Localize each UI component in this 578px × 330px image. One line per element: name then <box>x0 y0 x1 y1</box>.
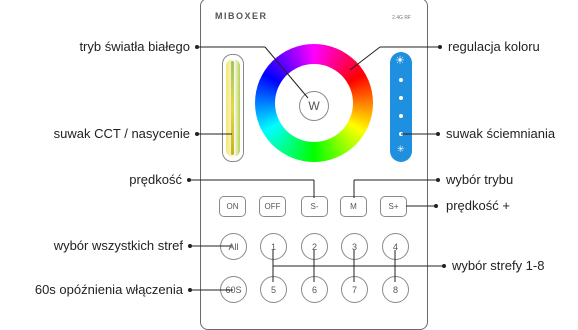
off-button[interactable]: OFF <box>259 196 286 217</box>
leader-dot <box>438 45 442 49</box>
label-white-mode: tryb światła białego <box>79 39 190 54</box>
leader-dot <box>436 178 440 182</box>
leader-dot <box>188 288 192 292</box>
zone-5-button[interactable]: 5 <box>260 276 287 303</box>
rf-band-label: 2.4G RF <box>392 15 411 21</box>
label-zones: wybór strefy 1-8 <box>452 258 545 273</box>
label-speed-minus: prędkość <box>129 172 182 187</box>
leader-dot <box>436 132 440 136</box>
dimmer-dot <box>399 132 403 136</box>
brightness-low-icon: ✳ <box>397 144 405 154</box>
on-button[interactable]: ON <box>219 196 246 217</box>
zone-2-button[interactable]: 2 <box>301 233 328 260</box>
leader-dot <box>434 204 438 208</box>
leader-dot <box>195 45 199 49</box>
label-cct-slider: suwak CCT / nasycenie <box>53 126 190 141</box>
cct-slider-track <box>231 61 234 155</box>
zone-6-button[interactable]: 6 <box>301 276 328 303</box>
label-speed-plus: prędkość + <box>446 198 510 213</box>
zone-8-button[interactable]: 8 <box>382 276 409 303</box>
leader-dot <box>442 264 446 268</box>
speed-plus-button[interactable]: S+ <box>380 196 407 217</box>
leader-dot <box>195 132 199 136</box>
label-dimmer-slider: suwak ściemniania <box>446 126 556 141</box>
label-all-zones: wybór wszystkich stref <box>53 238 183 253</box>
all-zones-button[interactable]: All <box>220 233 247 260</box>
label-color-adjust: regulacja koloru <box>448 39 540 54</box>
speed-minus-button[interactable]: S- <box>301 196 328 217</box>
zone-4-button[interactable]: 4 <box>382 233 409 260</box>
dimmer-dot <box>399 114 403 118</box>
zone-1-button[interactable]: 1 <box>260 233 287 260</box>
label-delay: 60s opóźnienia włączenia <box>34 282 183 297</box>
brand-logo: MIBOXER <box>215 11 268 21</box>
cct-slider[interactable] <box>222 54 244 162</box>
label-mode-select: wybór trybu <box>446 172 514 187</box>
dimmer-dot <box>399 78 403 82</box>
white-mode-button[interactable]: W <box>299 91 329 121</box>
zone-3-button[interactable]: 3 <box>341 233 368 260</box>
leader-dot <box>188 244 192 248</box>
leader-dot <box>187 178 191 182</box>
delay-button[interactable]: 60S <box>220 276 247 303</box>
dimmer-dot <box>399 96 403 100</box>
brightness-high-icon: ☀ <box>395 55 405 67</box>
dimmer-slider[interactable]: ☀ ✳ <box>390 52 412 162</box>
mode-button[interactable]: M <box>340 196 367 217</box>
zone-7-button[interactable]: 7 <box>341 276 368 303</box>
